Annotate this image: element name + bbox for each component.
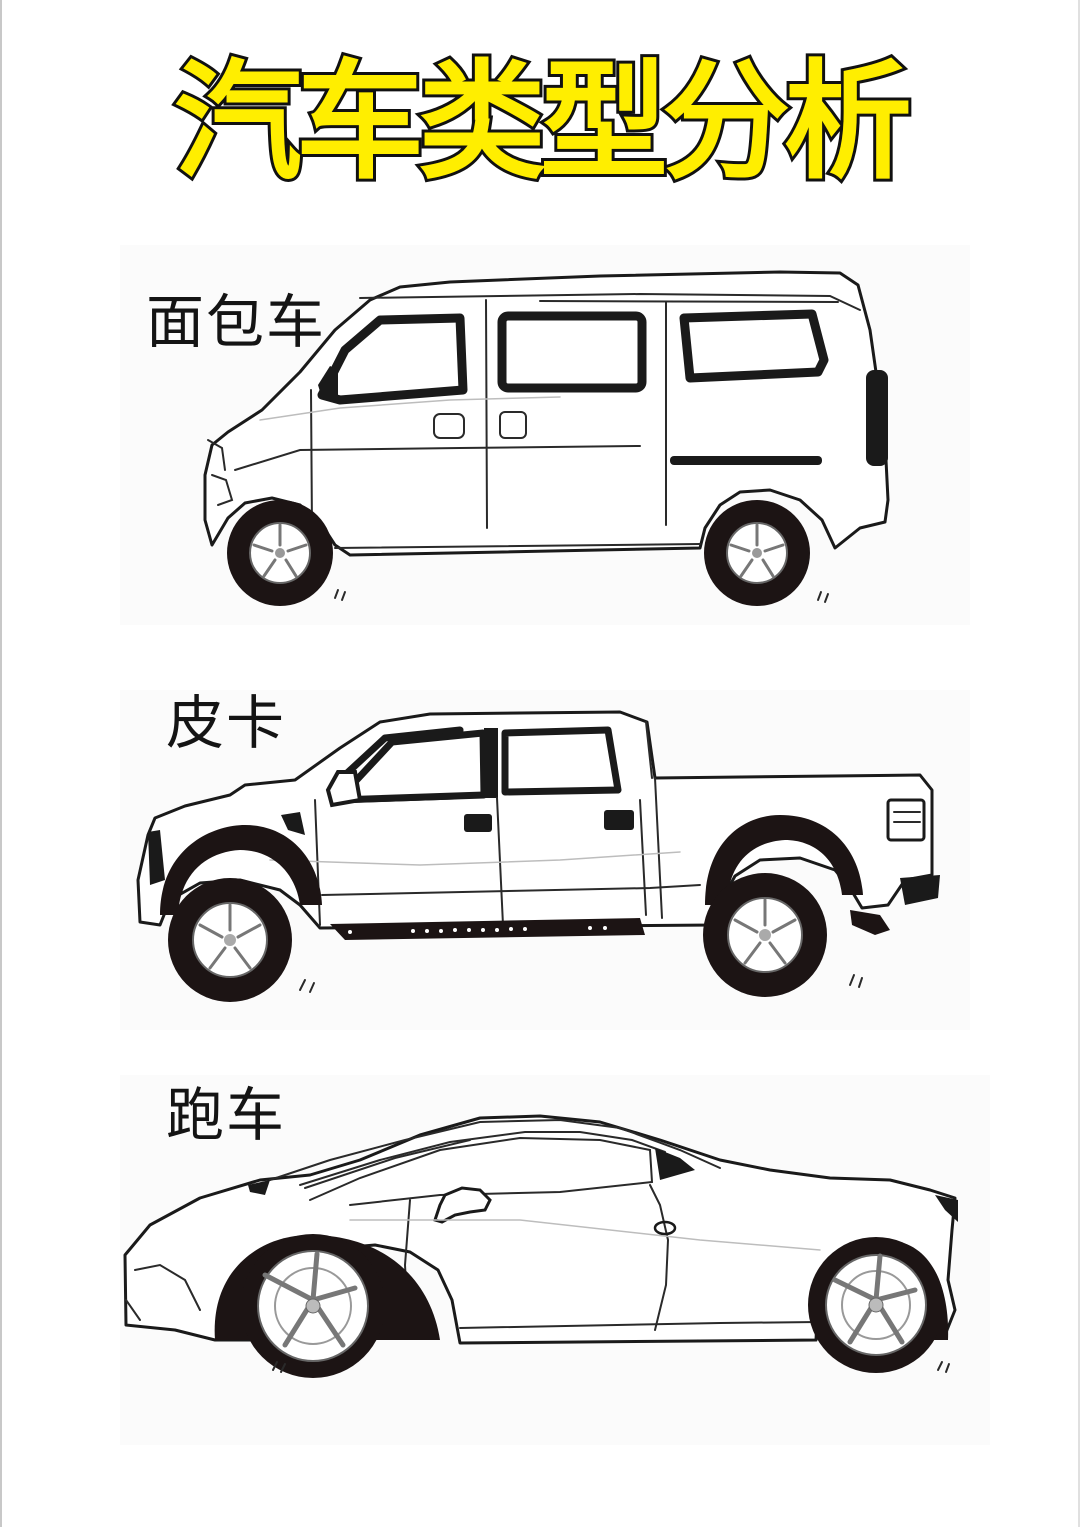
van-label: 面包车 (146, 288, 327, 356)
sports-car-label: 跑车 (166, 1081, 287, 1149)
page-title: 汽车类型分析 (171, 45, 915, 200)
pickup-label: 皮卡 (166, 689, 287, 757)
